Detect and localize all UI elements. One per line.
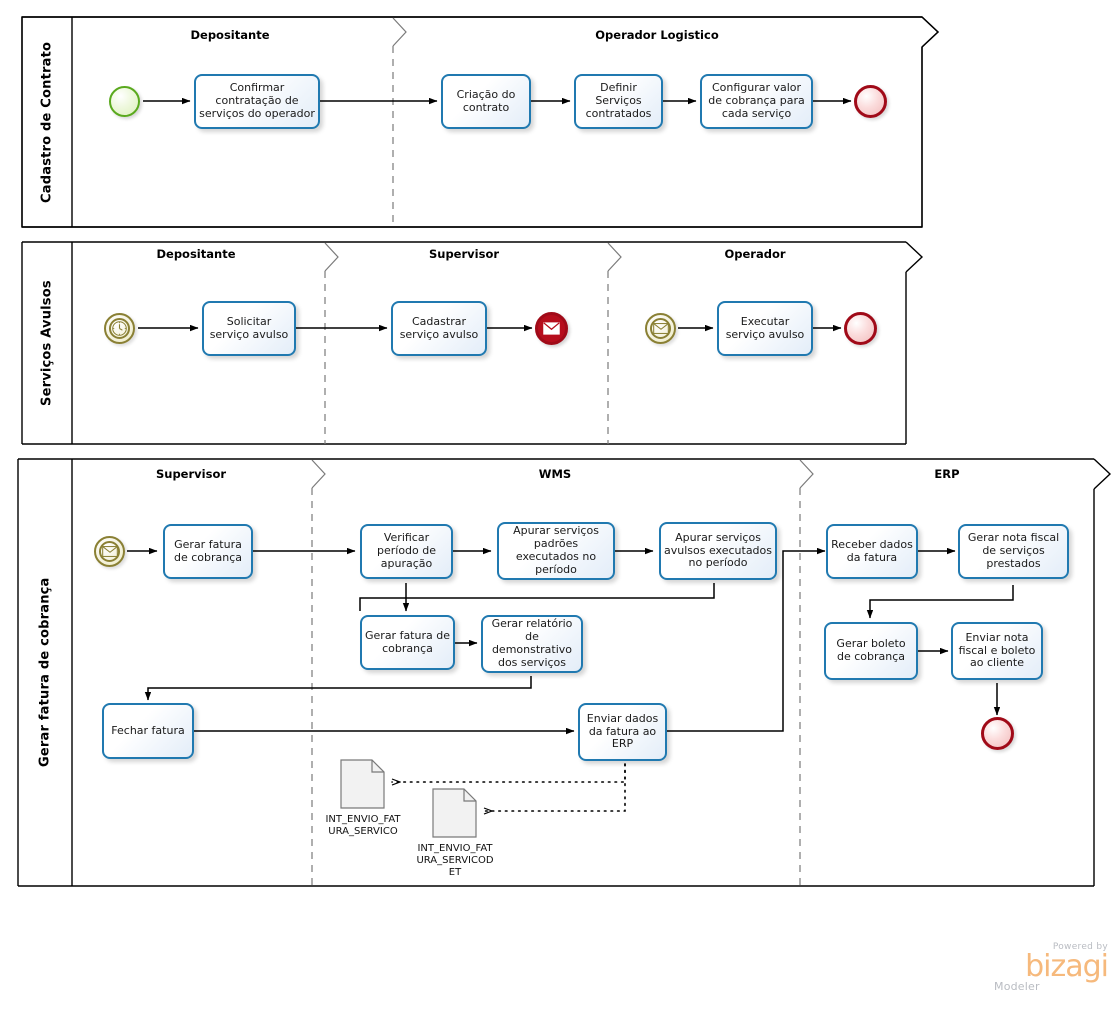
message-ring — [650, 318, 671, 339]
data-object-label-int-envio-fatura-servico: INT_ENVIO_FAT URA_SERVICO — [325, 814, 401, 837]
task-label: Cadastrar serviço avulso — [399, 314, 479, 341]
pool-label-gerar-fatura-de-cobranca: Gerar fatura de cobrança — [37, 577, 53, 768]
task-label: Apurar serviços avulsos executados no pe… — [664, 530, 772, 570]
start-event-message-operador[interactable] — [645, 313, 676, 344]
bizagi-branding: Powered by bizagi Modeler — [990, 942, 1109, 1005]
lane-title-wms: WMS — [538, 467, 572, 481]
data-associations — [391, 763, 626, 811]
task-apurar-servicos-padroes[interactable]: Apurar serviços padrões executados no pe… — [497, 522, 615, 580]
end-event-none-servico-avulso[interactable] — [844, 312, 877, 345]
data-object-shapes — [340, 759, 477, 838]
task-label: Gerar nota fiscal de serviços prestados — [967, 531, 1060, 570]
envelope-icon — [101, 546, 118, 557]
powered-by-label: Powered by — [1052, 942, 1108, 952]
task-label: Verificar período de apuração — [376, 531, 437, 570]
lane-title-depositante-contrato: Depositante — [190, 28, 270, 42]
task-receber-dados-da-fatura[interactable]: Receber dados da fatura — [826, 524, 918, 579]
sequence-flows-pool-3 — [127, 547, 1014, 735]
task-gerar-boleto-de-cobranca[interactable]: Gerar boleto de cobrança — [824, 622, 918, 680]
task-label: Definir Serviços contratados — [585, 81, 652, 120]
task-label: Enviar dados da fatura ao ERP — [586, 711, 659, 751]
lane-title-supervisor-fatura: Supervisor — [155, 467, 227, 481]
envelope-icon — [652, 323, 669, 334]
task-fechar-fatura[interactable]: Fechar fatura — [102, 703, 194, 759]
message-ring — [99, 541, 120, 562]
task-label: Criação do contrato — [456, 87, 516, 114]
task-verificar-periodo-de-apuracao[interactable]: Verificar período de apuração — [360, 524, 453, 579]
task-label: Receber dados da fatura — [831, 537, 913, 564]
task-label: Enviar nota fiscal e boleto ao cliente — [958, 630, 1036, 670]
bizagi-wordmark: bizagi — [1025, 949, 1109, 984]
task-definir-servicos-contratados[interactable]: Definir Serviços contratados — [574, 74, 663, 129]
task-configurar-valor-cobranca[interactable]: Configurar valor de cobrança para cada s… — [700, 74, 813, 129]
bizagi-product-label: Modeler — [994, 979, 1040, 993]
task-label: Solicitar serviço avulso — [209, 314, 289, 341]
lane-title-operador-logistico: Operador Logistico — [595, 28, 719, 42]
task-gerar-relatorio-demonstrativo[interactable]: Gerar relatório de demonstrativo dos ser… — [481, 615, 583, 673]
lane-title-operador-avulsos: Operador — [724, 247, 786, 261]
task-label: Gerar fatura de cobrança — [173, 537, 243, 564]
task-label: Gerar boleto de cobrança — [836, 637, 906, 663]
task-label: Executar serviço avulso — [725, 314, 805, 341]
data-object-label-int-envio-fatura-servicodet: INT_ENVIO_FAT URA_SERVICOD ET — [416, 843, 494, 878]
task-label: Fechar fatura — [111, 723, 185, 737]
task-label: Apurar serviços padrões executados no pe… — [513, 524, 599, 576]
lane-title-erp: ERP — [934, 467, 960, 481]
task-label: Confirmar contratação de serviços do ope… — [199, 81, 315, 120]
pool-label-servicos-avulsos: Serviços Avulsos — [39, 280, 55, 406]
pool-label-cadastro-de-contrato: Cadastro de Contrato — [39, 41, 55, 203]
task-gerar-fatura-de-cobranca-supervisor[interactable]: Gerar fatura de cobrança — [163, 524, 253, 579]
timer-icon — [112, 321, 127, 336]
task-solicitar-servico-avulso[interactable]: Solicitar serviço avulso — [202, 301, 296, 356]
start-event-timer-servico-avulso[interactable] — [104, 313, 135, 344]
task-executar-servico-avulso[interactable]: Executar serviço avulso — [717, 301, 813, 356]
start-event-none-contrato[interactable] — [109, 86, 140, 117]
task-gerar-fatura-de-cobranca-wms[interactable]: Gerar fatura de cobrança — [360, 615, 455, 670]
end-event-none-contrato[interactable] — [854, 85, 887, 118]
task-label: Gerar fatura de cobrança — [365, 628, 450, 655]
end-event-none-erp[interactable] — [981, 717, 1014, 750]
task-gerar-nota-fiscal-servicos[interactable]: Gerar nota fiscal de serviços prestados — [958, 524, 1069, 579]
start-event-message-gerar-fatura[interactable] — [94, 536, 125, 567]
task-label: Gerar relatório de demonstrativo dos ser… — [491, 617, 573, 669]
task-enviar-dados-da-fatura-ao-erp[interactable]: Enviar dados da fatura ao ERP — [578, 703, 667, 761]
task-enviar-nota-fiscal-e-boleto[interactable]: Enviar nota fiscal e boleto ao cliente — [951, 622, 1043, 680]
pool-gerar-fatura-de-cobranca — [17, 458, 1112, 887]
task-confirmar-contratacao[interactable]: Confirmar contratação de serviços do ope… — [194, 74, 320, 129]
timer-ring — [109, 318, 130, 339]
task-cadastrar-servico-avulso[interactable]: Cadastrar serviço avulso — [391, 301, 487, 356]
task-criacao-do-contrato[interactable]: Criação do contrato — [441, 74, 531, 129]
task-label: Configurar valor de cobrança para cada s… — [708, 81, 805, 120]
pool-servicos-avulsos — [21, 241, 924, 445]
envelope-icon — [543, 322, 560, 335]
end-event-message-servico-avulso[interactable] — [535, 312, 568, 345]
pool-cadastro-de-contrato — [21, 16, 940, 228]
lane-title-supervisor-avulsos: Supervisor — [428, 247, 500, 261]
lane-title-depositante-avulsos: Depositante — [156, 247, 236, 261]
task-apurar-servicos-avulsos[interactable]: Apurar serviços avulsos executados no pe… — [659, 522, 777, 580]
